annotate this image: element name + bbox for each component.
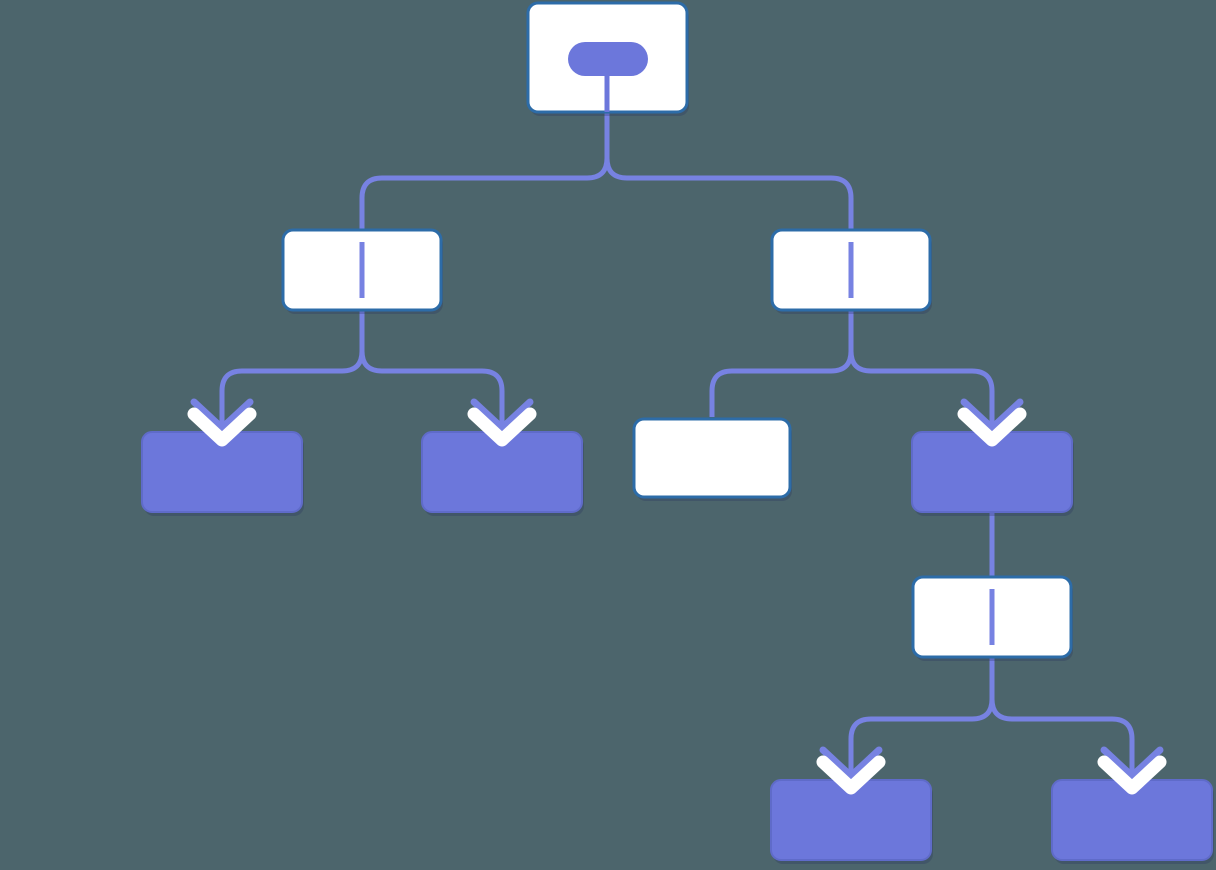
node-n1[interactable] — [281, 228, 443, 314]
chevron-back — [190, 398, 254, 432]
node-n9[interactable] — [1051, 779, 1214, 864]
chevron-front — [187, 407, 257, 447]
arrowhead-double-chevron — [187, 398, 257, 447]
node-body-white[interactable] — [632, 417, 792, 499]
chevron-front — [957, 407, 1027, 447]
chevron-back — [470, 398, 534, 432]
node-n8[interactable] — [770, 779, 933, 864]
arrowhead-double-chevron — [816, 746, 886, 795]
edge-n2-to-n6 — [848, 310, 995, 438]
arrowhead-double-chevron — [1097, 746, 1167, 795]
node-n7[interactable] — [911, 575, 1073, 661]
edge-n1-to-n4 — [359, 310, 505, 438]
node-n4[interactable] — [421, 431, 584, 516]
arrowhead-double-chevron — [957, 398, 1027, 447]
chevron-back — [960, 398, 1024, 432]
edge-n2-to-n5 — [709, 310, 854, 417]
chevron-back — [1100, 746, 1164, 780]
node-n2[interactable] — [770, 228, 932, 314]
node-n0[interactable] — [526, 1, 689, 116]
node-n3[interactable] — [141, 431, 304, 516]
arrowheads-layer — [187, 398, 1167, 795]
node-n6[interactable] — [911, 431, 1074, 516]
edge-n0-to-n2 — [604, 112, 854, 230]
edge-n0-to-n1 — [359, 112, 610, 230]
arrowhead-double-chevron — [467, 398, 537, 447]
chevron-front — [467, 407, 537, 447]
node-pill-badge[interactable] — [568, 42, 648, 76]
chevron-back — [819, 746, 883, 780]
nodes-layer — [141, 1, 1214, 864]
chevron-front — [816, 755, 886, 795]
edges-layer — [219, 112, 1135, 786]
edge-n7-to-n9 — [989, 657, 1135, 786]
chevron-front — [1097, 755, 1167, 795]
node-n5[interactable] — [632, 417, 792, 501]
